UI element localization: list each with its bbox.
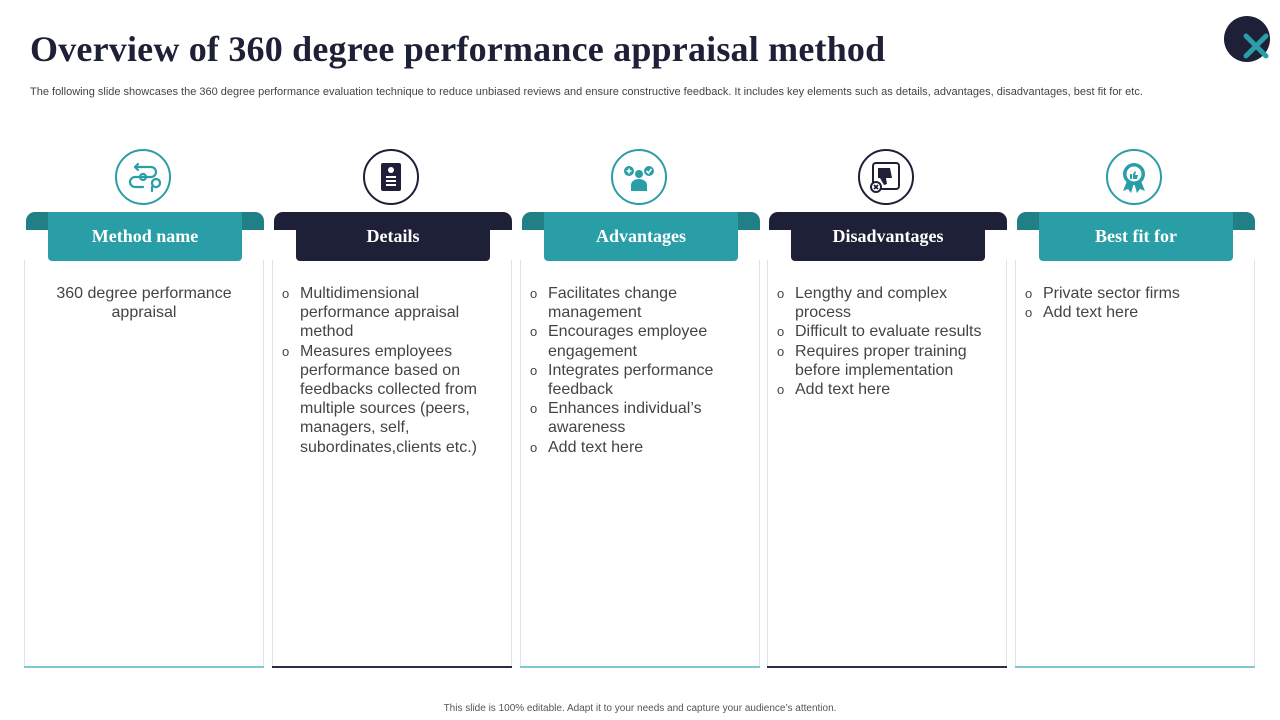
column-details: Details Multidimensional performance app… — [272, 148, 512, 668]
column-heading: Best fit for — [1039, 212, 1233, 261]
column-divider — [520, 666, 760, 668]
column-heading: Advantages — [544, 212, 738, 261]
column-text: Lengthy and complex process Difficult to… — [777, 284, 997, 400]
team-approval-icon — [611, 149, 667, 205]
column-advantages: Advantages Facilitates change management… — [520, 148, 760, 668]
column-card — [24, 260, 264, 666]
bullet-item: Private sector firms — [1025, 284, 1245, 304]
bullet-item: Multidimensional performance appraisal m… — [282, 284, 502, 342]
column-best-fit: Best fit for Private sector firms Add te… — [1015, 148, 1255, 668]
close-icon[interactable] — [1240, 30, 1272, 62]
bullet-item: Enhances individual’s awareness — [530, 399, 750, 437]
bullet-item: Difficult to evaluate results — [777, 322, 997, 342]
bullet-item: Requires proper training before implemen… — [777, 342, 997, 380]
column-text: Facilitates change management Encourages… — [530, 284, 750, 458]
page-title: Overview of 360 degree performance appra… — [30, 29, 886, 69]
column-divider — [767, 666, 1007, 668]
column-method-name: Method name 360 degree performance appra… — [24, 148, 264, 668]
bullet-item: Encourages employee engagement — [530, 322, 750, 360]
bullet-item: Integrates performance feedback — [530, 361, 750, 399]
footer-note: This slide is 100% editable. Adapt it to… — [443, 703, 837, 714]
page-subtitle: The following slide showcases the 360 de… — [30, 86, 1143, 98]
column-heading: Method name — [48, 212, 242, 261]
column-text: Private sector firms Add text here — [1025, 284, 1245, 323]
bullet-item: Lengthy and complex process — [777, 284, 997, 322]
column-divider — [272, 666, 512, 668]
column-text: Multidimensional performance appraisal m… — [282, 284, 502, 457]
document-profile-icon — [363, 149, 419, 205]
column-heading: Details — [296, 212, 490, 261]
award-badge-icon — [1106, 149, 1162, 205]
column-disadvantages: Disadvantages Lengthy and complex proces… — [767, 148, 1007, 668]
column-text: 360 degree performance appraisal — [56, 285, 232, 322]
column-heading: Disadvantages — [791, 212, 985, 261]
bullet-item: Add text here — [530, 438, 750, 458]
process-cycle-icon — [115, 149, 171, 205]
bullet-item: Measures employees performance based on … — [282, 342, 502, 457]
column-divider — [1015, 666, 1255, 668]
column-divider — [24, 666, 264, 668]
thumbs-down-icon — [858, 149, 914, 205]
bullet-item: Facilitates change management — [530, 284, 750, 322]
bullet-item: Add text here — [777, 380, 997, 400]
bullet-item: Add text here — [1025, 303, 1245, 323]
column-card — [1015, 260, 1255, 666]
